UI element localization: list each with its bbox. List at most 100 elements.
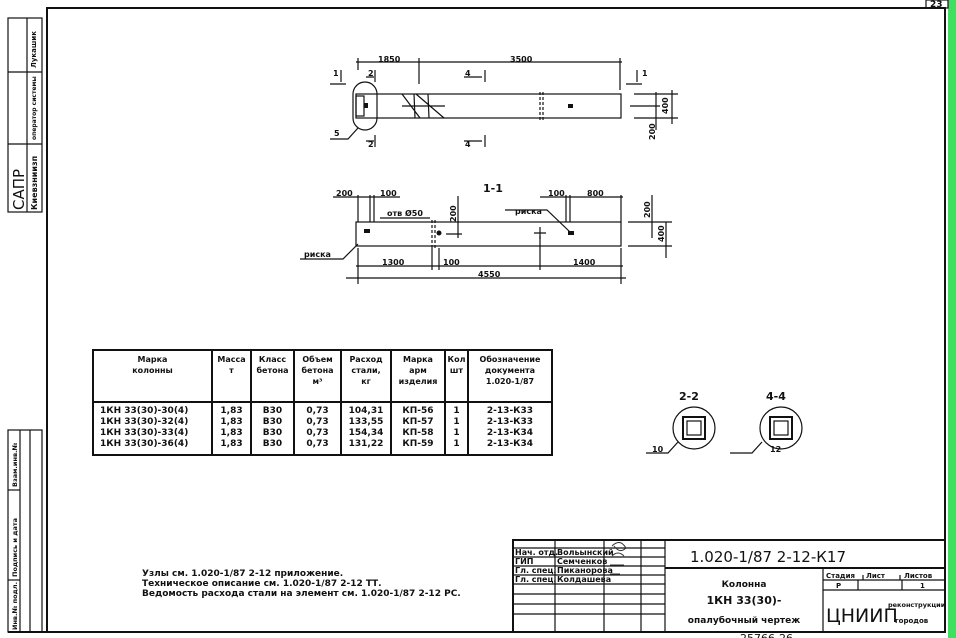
svg-text:риска: риска: [515, 207, 542, 216]
svg-text:100: 100: [380, 189, 397, 198]
table-cell: 2-13-К34: [487, 439, 533, 449]
svg-text:800: 800: [587, 189, 604, 198]
svg-text:200: 200: [648, 123, 657, 140]
section-2-2: 2-2 10: [646, 390, 716, 454]
table-cell: 0,73: [306, 439, 328, 449]
table-cell: КП-59: [402, 439, 433, 449]
svg-text:400: 400: [657, 225, 666, 242]
table-cell: 1: [453, 428, 459, 438]
staff-role: ГИП: [515, 557, 534, 566]
svg-text:Лист: Лист: [866, 572, 886, 580]
page-number: 23: [930, 0, 943, 10]
svg-text:Техническое описание см. 1.020: Техническое описание см. 1.020-1/87 2-12…: [142, 579, 382, 589]
staff-name: Пиканорова: [557, 566, 613, 575]
staff-name: Семченков: [557, 557, 607, 566]
svg-text:200: 200: [449, 205, 458, 222]
table-cell: В30: [263, 417, 282, 427]
table-cell: 1КН 33(30)-33(4): [100, 428, 188, 438]
svg-text:Взам.инв.№: Взам.инв.№: [11, 442, 19, 487]
svg-text:2: 2: [368, 69, 374, 78]
svg-text:1300: 1300: [382, 258, 405, 267]
svg-text:Ведомость расхода стали на эле: Ведомость расхода стали на элемент см. 1…: [142, 589, 461, 599]
svg-text:2-2: 2-2: [679, 390, 699, 403]
svg-text:200: 200: [643, 201, 652, 218]
table-cell: 104,31: [349, 406, 384, 416]
section-1-1: 1-1 200 100 100 800 отв Ø50 риска риска …: [300, 182, 672, 284]
table-cell: 1,83: [220, 406, 242, 416]
svg-text:оператор системы: оператор системы: [31, 76, 38, 140]
svg-text:400: 400: [661, 97, 670, 114]
table-cell: 1: [453, 417, 459, 427]
svg-text:3500: 3500: [510, 55, 533, 64]
table-cell: 2-13-К33: [487, 417, 533, 427]
svg-text:Лукашик: Лукашик: [30, 31, 38, 68]
table-cell: 1,83: [220, 428, 242, 438]
drawing-frame: [46, 7, 946, 633]
svg-text:риска: риска: [304, 250, 331, 259]
notes: Узлы см. 1.020-1/87 2-12 приложение. Тех…: [142, 569, 461, 599]
table-cell: КП-58: [402, 428, 433, 438]
staff-name: Колдашева: [557, 575, 611, 584]
svg-text:Листов: Листов: [904, 572, 933, 580]
table-cell: В30: [263, 439, 282, 449]
svg-text:4: 4: [465, 140, 471, 149]
svg-text:САПР: САПР: [10, 169, 28, 210]
bottom-number: 25766-26: [740, 632, 793, 638]
table-cell: 1: [453, 439, 459, 449]
staff-name: Вольынский: [557, 548, 614, 557]
side-stamp: САПР Киевзниизп оператор системы Лукашик: [7, 17, 43, 213]
table-cell: В30: [263, 406, 282, 416]
plan-view: 5 1850 3500 1 1 2 2 4 4 400 200: [330, 55, 678, 149]
table-cell: 2-13-К33: [487, 406, 533, 416]
svg-text:1: 1: [642, 69, 648, 78]
svg-text:отв Ø50: отв Ø50: [387, 208, 423, 218]
svg-text:1-1: 1-1: [483, 182, 503, 195]
svg-text:100: 100: [443, 258, 460, 267]
svg-text:10: 10: [652, 445, 664, 454]
table-cell: 1,83: [220, 439, 242, 449]
svg-text:1850: 1850: [378, 55, 401, 64]
svg-text:4-4: 4-4: [766, 390, 786, 403]
table-cell: КП-57: [402, 417, 433, 427]
scan-edge: [948, 0, 956, 638]
table-cell: 0,73: [306, 417, 328, 427]
table-cell: 131,22: [349, 439, 384, 449]
org-logo: ЦНИИП: [826, 605, 898, 627]
svg-text:12: 12: [770, 445, 781, 454]
svg-text:1КН 33(30)-: 1КН 33(30)-: [707, 594, 782, 607]
svg-text:Подпись и дата: Подпись и дата: [11, 518, 19, 577]
table-cell: 0,73: [306, 406, 328, 416]
svg-text:1400: 1400: [573, 258, 596, 267]
table-cell: 1КН 33(30)-32(4): [100, 417, 188, 427]
svg-text:4550: 4550: [478, 270, 501, 279]
staff-role: Гл. спец.: [515, 566, 556, 575]
table-cell: 133,55: [349, 417, 384, 427]
detail-5-outline: [352, 81, 378, 131]
table-cell: В30: [263, 428, 282, 438]
svg-text:100: 100: [548, 189, 565, 198]
table-cell: 0,73: [306, 428, 328, 438]
signatures: [610, 542, 627, 575]
table-cell: 1: [453, 406, 459, 416]
svg-text:Р: Р: [836, 582, 841, 590]
svg-text:реконструкции: реконструкции: [888, 601, 946, 609]
staff-role: Гл. спец.: [515, 575, 556, 584]
svg-text:2: 2: [368, 140, 374, 149]
title-block: 1.020-1/87 2-12-К17 Нач. отд.ВольынскийГ…: [512, 539, 946, 633]
section-4-4: 4-4 12: [730, 390, 803, 454]
svg-text:Узлы см. 1.020-1/87 2-12 прило: Узлы см. 1.020-1/87 2-12 приложение.: [142, 569, 343, 579]
svg-text:Колонна: Колонна: [722, 580, 767, 590]
svg-text:Инв.№ подл.: Инв.№ подл.: [11, 582, 19, 630]
table-cell: 1КН 33(30)-36(4): [100, 439, 188, 449]
doc-code: 1.020-1/87 2-12-К17: [690, 548, 846, 566]
svg-text:4: 4: [465, 69, 471, 78]
svg-text:Киевзниизп: Киевзниизп: [30, 156, 39, 210]
